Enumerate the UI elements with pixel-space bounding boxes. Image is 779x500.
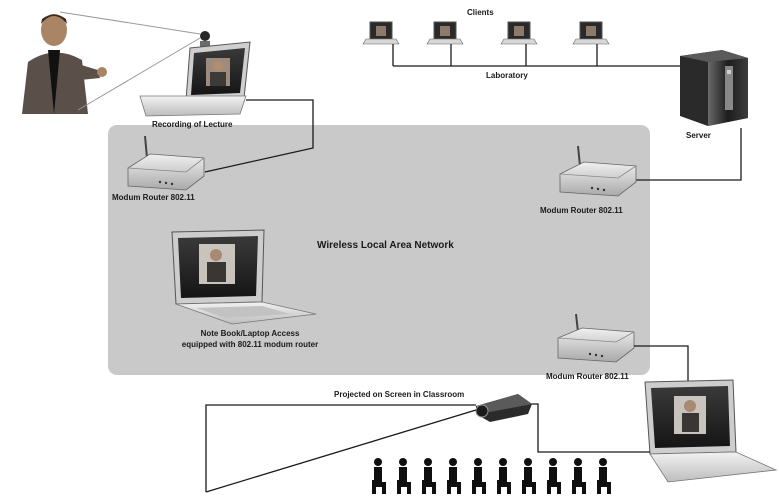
projector-icon bbox=[475, 394, 532, 422]
notebook-label: Note Book/Laptop Access equipped with 80… bbox=[150, 328, 350, 350]
router-right-label: Modum Router 802.11 bbox=[540, 206, 623, 215]
projection-beam-top bbox=[205, 404, 476, 492]
audience-person-5 bbox=[472, 458, 486, 494]
laboratory-label: Laboratory bbox=[486, 71, 528, 80]
router-bottom-icon bbox=[557, 313, 635, 363]
clients-label: Clients bbox=[467, 8, 494, 17]
audience-person-9 bbox=[572, 458, 586, 494]
classroom-laptop-icon bbox=[644, 379, 778, 483]
audience-person-2 bbox=[397, 458, 411, 494]
router-right-icon bbox=[559, 145, 637, 197]
projection-beam-diagonal bbox=[205, 409, 477, 493]
server-label: Server bbox=[686, 131, 711, 140]
capture-line-top bbox=[59, 11, 201, 35]
router-left-label: Modum Router 802.11 bbox=[112, 193, 195, 202]
capture-line-bottom bbox=[77, 37, 201, 111]
notebook-laptop-icon bbox=[171, 229, 317, 325]
laboratory-bus bbox=[392, 44, 688, 67]
audience-person-10 bbox=[597, 458, 611, 494]
client-laptop-3-icon bbox=[500, 21, 538, 45]
recording-laptop-icon bbox=[139, 41, 251, 117]
audience-person-8 bbox=[547, 458, 561, 494]
client-laptop-1-icon bbox=[362, 21, 400, 45]
audience-person-6 bbox=[497, 458, 511, 494]
router-left-icon bbox=[127, 135, 205, 191]
audience-person-4 bbox=[447, 458, 461, 494]
audience-person-3 bbox=[422, 458, 436, 494]
wlan-label: Wireless Local Area Network bbox=[317, 240, 454, 251]
notebook-label-line2: equipped with 802.11 modum router bbox=[181, 340, 319, 349]
presenter-photo bbox=[8, 6, 108, 114]
projector-link bbox=[522, 403, 650, 453]
client-laptop-4-icon bbox=[572, 21, 610, 45]
server-tower-icon bbox=[680, 50, 748, 126]
router-bottom-label: Modum Router 802.11 bbox=[546, 372, 629, 381]
recording-link bbox=[204, 99, 314, 173]
audience-person-7 bbox=[522, 458, 536, 494]
audience-person-1 bbox=[372, 458, 386, 494]
server-link bbox=[636, 128, 742, 181]
recording-label: Recording of Lecture bbox=[152, 120, 233, 129]
classroom-link bbox=[634, 345, 689, 382]
webcam-icon bbox=[200, 31, 210, 47]
audience-silhouette-icon bbox=[372, 458, 611, 494]
client-laptops bbox=[362, 21, 610, 45]
client-laptop-2-icon bbox=[426, 21, 464, 45]
projected-label: Projected on Screen in Classroom bbox=[334, 390, 465, 399]
notebook-label-line1: Note Book/Laptop Access bbox=[200, 329, 300, 338]
